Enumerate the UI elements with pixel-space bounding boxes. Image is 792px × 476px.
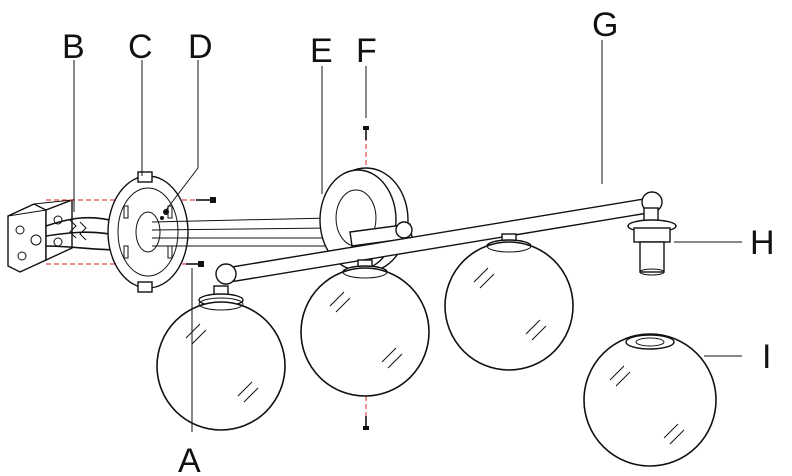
glass-globe-2 [300, 265, 430, 397]
canopy-arm [349, 221, 413, 247]
canopy-screw-bottom [363, 416, 369, 430]
callout-D: D [188, 28, 213, 66]
junction-box [7, 198, 73, 273]
fixture-wires [151, 217, 331, 247]
callout-C: C [128, 28, 153, 66]
callout-F: F [356, 32, 377, 70]
mounting-plate [107, 171, 189, 293]
glass-globe-1 [156, 297, 286, 431]
callout-B: B [62, 28, 85, 66]
callout-G: G [592, 6, 618, 44]
fixture-bar [215, 191, 663, 285]
leader-lines [73, 40, 742, 432]
callout-E: E [310, 32, 333, 70]
lamp-socket [627, 219, 677, 276]
callout-H: H [750, 224, 775, 262]
ground-screw [160, 209, 169, 220]
callout-A: A [178, 442, 201, 476]
mounting-screw-lower [186, 261, 204, 267]
callout-I: I [762, 338, 771, 376]
glass-globe-spare [583, 333, 717, 467]
mounting-screw-upper [196, 197, 216, 203]
canopy-screw-top [363, 126, 369, 140]
glass-globe-3 [444, 239, 574, 371]
